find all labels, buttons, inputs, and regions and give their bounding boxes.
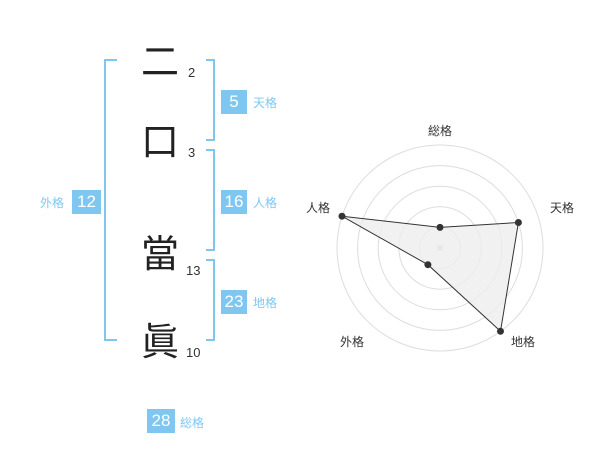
gaikaku-value: 12 (72, 190, 101, 214)
soukaku-label: 総格 (180, 416, 205, 430)
name-char-4: 眞 (140, 320, 179, 364)
jinkaku-value: 16 (221, 190, 247, 214)
name-char-3: 當 (140, 232, 179, 276)
stroke-count-4: 10 (186, 345, 201, 360)
radar-chart (336, 144, 544, 352)
jinkaku-label: 人格 (253, 196, 278, 210)
gaikaku-bracket (104, 59, 117, 341)
radar-series-area (341, 215, 519, 333)
radar-axis-label-soukaku: 総格 (428, 124, 453, 138)
chikaku-bracket (206, 259, 215, 341)
tenkaku-value: 5 (221, 90, 247, 114)
radar-point-1 (436, 223, 444, 231)
chikaku-value: 23 (221, 290, 247, 314)
gaikaku-label: 外格 (40, 196, 65, 210)
stroke-count-3: 13 (186, 263, 201, 278)
stroke-count-2: 3 (188, 145, 196, 160)
radar-grid-ring (357, 165, 523, 331)
radar-point-2 (514, 219, 522, 226)
chikaku-label: 地格 (253, 296, 278, 310)
radar-point-5 (338, 212, 346, 220)
tenkaku-label: 天格 (253, 96, 278, 110)
jinkaku-bracket (206, 149, 215, 251)
radar-grid-ring (336, 144, 544, 352)
radar-axis-label-chikaku: 地格 (511, 335, 536, 349)
radar-axis-label-tenkaku: 天格 (550, 201, 575, 215)
tenkaku-bracket (206, 59, 215, 141)
radar-point-3 (497, 327, 504, 335)
name-char-2: 口 (140, 120, 179, 164)
soukaku-value: 28 (147, 409, 175, 433)
radar-axis-label-gaikaku: 外格 (340, 335, 365, 349)
radar-axis-label-jinkaku: 人格 (306, 201, 331, 215)
name-char-1: 二 (140, 40, 179, 84)
stroke-count-1: 2 (188, 65, 196, 80)
radar-point-4 (424, 261, 432, 269)
